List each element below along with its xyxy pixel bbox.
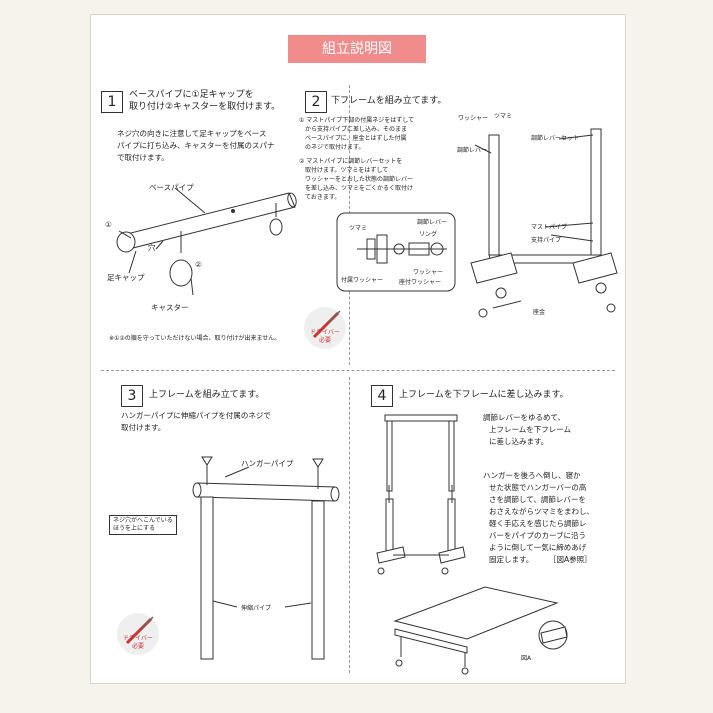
label-mast-pipe: マストパイプ <box>531 224 568 231</box>
detail-label-seat-washer: 座付ワッシャー <box>399 279 442 286</box>
page-title: 組立説明図 <box>288 35 426 63</box>
label-step1-marker-2: ② <box>195 260 202 269</box>
step-4-bullet-2-line-2: せた状態でハンガーバーの高 <box>489 483 587 492</box>
detail-label-lever: 調節レバー <box>417 219 448 226</box>
screwdriver-icon <box>125 616 154 645</box>
step-2-desc-2-3: ワッシャーをとおした状態の調節レバー <box>305 176 414 183</box>
step-4-bullet-2-line-5: 軽く手応えを感じたら調節レ <box>489 519 587 528</box>
label-hole: 穴 <box>148 243 156 252</box>
label-figure-a: 図A <box>521 655 532 662</box>
step-2-heading: 下フレームを組み立てます。 <box>331 96 447 106</box>
step-2-desc-1-2: から支持パイプに差し込み、そのまま <box>305 126 408 133</box>
step-4-bullet-2-line-1: ハンガーを後ろへ倒し、寝か <box>483 471 581 480</box>
label-support-pipe: 支持パイプ <box>531 237 562 244</box>
step-2-desc-2-1: ② マストパイプに調節レバーセットを <box>299 158 403 165</box>
step-4-bullet-1-line-1: 調節レバーをゆるめて、 <box>483 413 566 422</box>
label-foot-cap: 足キャップ <box>107 273 145 282</box>
step-2-number: 2 <box>305 91 327 113</box>
detail-label-fuzoku-washer: 付属ワッシャー <box>341 277 384 284</box>
frame-insertion-diagram <box>376 414 466 575</box>
detail-label-washer: ワッシャー <box>413 269 444 276</box>
label-washer: ワッシャー <box>458 115 489 122</box>
detail-label-knob: ツマミ <box>349 225 368 232</box>
instruction-sheet: 組立説明図 1 ベースパイプに①足キャップを 取り付け②キャスターを取付けます。… <box>90 14 626 684</box>
step-1-heading-1: ベースパイプに①足キャップを <box>129 90 254 100</box>
step-1-desc-1: ネジ穴の向きに注意して足キャップをベース <box>117 129 267 138</box>
label-caster: キャスター <box>151 303 189 312</box>
step-2-desc-2-5: ておきます。 <box>305 194 341 201</box>
callout-text-2: ほうを上にする <box>113 525 156 532</box>
step-4-bullet-2-line-6: バーをパイプのカーブに沿う <box>489 531 587 540</box>
callout-text-1: ネジ穴がへこんでいる <box>113 517 173 524</box>
divider-horizontal <box>101 370 615 371</box>
step-4-bullet-2-line-3: さを調節して、調節レバーを <box>489 495 586 504</box>
step-2-desc-1-4: のネジで取付けます。 <box>305 144 365 151</box>
step-4-bullet-2-line-8: 固定します。 <box>489 555 534 564</box>
label-knob: ツマミ <box>494 113 513 120</box>
step-1-desc-3: で取付けます。 <box>117 153 169 162</box>
label-lever-set: 調節レバーセット <box>531 135 580 142</box>
screwdriver-required-stamp: ドライバー必要 <box>304 307 346 349</box>
label-hanger-pipe: ハンガーパイプ <box>241 459 294 468</box>
step-4-bullet-2-line-4: おさえながらツマミをまわし、 <box>489 507 594 516</box>
stamp-text-2: 必要 <box>318 337 331 344</box>
label-base-pipe: ベースパイプ <box>149 183 194 192</box>
figure-a-reference: ［図A参照］ <box>549 555 592 564</box>
step-2-desc-2-4: を差し込み、ツマミをごくかるく取付け <box>305 185 414 192</box>
step-4-number: 4 <box>371 385 393 407</box>
step-1-number: 1 <box>101 91 123 113</box>
lever-set-detail-diagram <box>336 212 456 292</box>
step-4-bullet-1-line-3: に差し込みます。 <box>489 437 549 446</box>
screw-hole-callout: ネジ穴がへこんでいるほうを上にする <box>109 515 177 535</box>
step-2-desc-2-2: 取付けます。ツマミをはずして <box>305 167 389 174</box>
label-step1-marker-1: ① <box>105 220 112 229</box>
base-pipe-illustration <box>116 187 297 296</box>
step-4-bullet-2-line-7: ように倒して一気に締めあげ <box>489 543 587 552</box>
step-3-desc-2: 取付けます。 <box>121 423 166 432</box>
step-1-note: ※①②の順を守っていただけない場合、取り付けが出来ません。 <box>109 335 281 342</box>
step-1-heading-2: 取り付け②キャスターを取付けます。 <box>129 102 281 112</box>
upper-frame-diagram <box>192 456 340 660</box>
step-3-heading: 上フレームを組み立てます。 <box>149 390 265 400</box>
stamp-text-1: ドライバー <box>310 329 340 336</box>
lowered-hanger-diagram <box>393 586 568 675</box>
step-2-desc-1-3: ベースパイプに、座金とはずした付属 <box>305 135 407 142</box>
detail-label-ring: リング <box>419 231 438 238</box>
screwdriver-required-stamp-2: ドライバー必要 <box>117 613 159 655</box>
stamp2-text-2: 必要 <box>131 643 144 650</box>
step-4-bullet-1-line-2: 上フレームを下フレーム <box>489 425 572 434</box>
lower-frame-diagram <box>470 128 618 318</box>
step-3-number: 3 <box>121 385 143 407</box>
label-seat-washer: 座金 <box>533 309 546 316</box>
stamp2-text-1: ドライバー <box>123 635 153 642</box>
step-2-desc-1-1: ① マストパイプ下部の付属ネジをはずして <box>299 117 415 124</box>
screwdriver-icon <box>312 310 341 339</box>
step-1-desc-2: パイプに打ち込み、キャスターを付属のスパナ <box>117 141 275 150</box>
step-4-heading: 上フレームを下フレームに差し込みます。 <box>399 390 569 400</box>
label-adjust-lever: 調節レバー <box>457 147 488 154</box>
divider-vertical-bottom <box>349 377 350 673</box>
label-telescopic-pipe: 伸縮パイプ <box>241 605 272 612</box>
step-3-desc-1: ハンガーパイプに伸縮パイプを付属のネジで <box>121 411 271 420</box>
